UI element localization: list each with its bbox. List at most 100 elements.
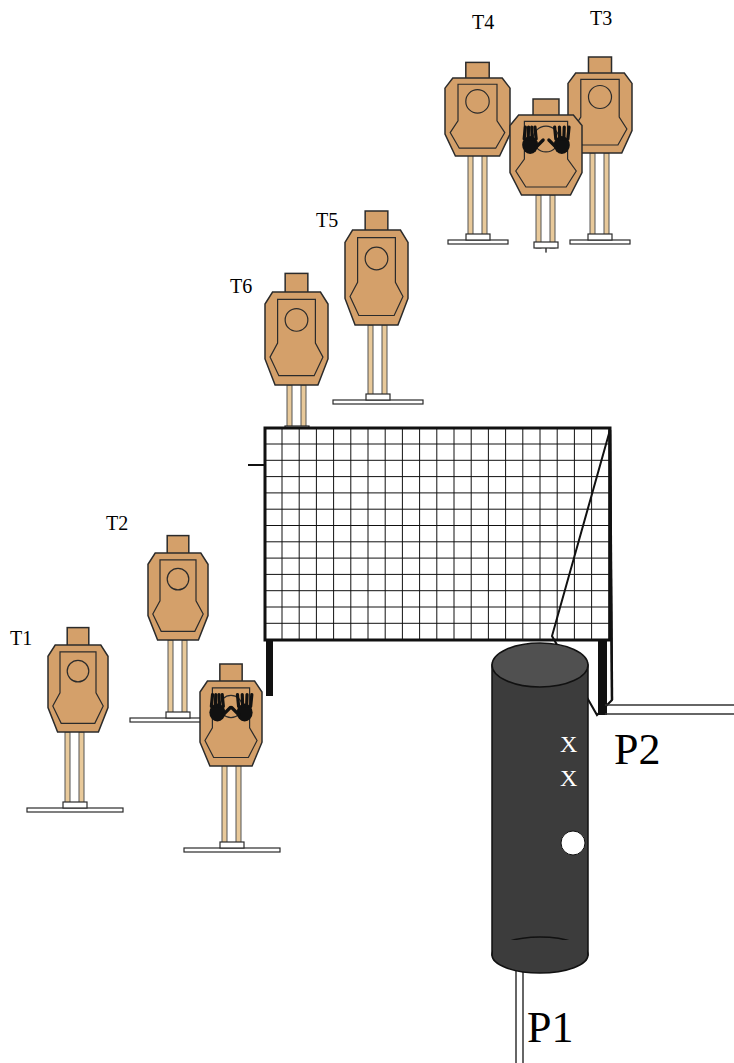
target-a-zone bbox=[67, 660, 89, 682]
target-zone bbox=[153, 560, 203, 631]
net-mesh bbox=[265, 492, 610, 493]
position-label: P2 bbox=[614, 728, 660, 772]
net-side-edge bbox=[610, 430, 612, 700]
hand-symbol bbox=[522, 127, 543, 154]
stand-leg bbox=[482, 155, 487, 240]
target-body bbox=[48, 645, 108, 732]
target-body bbox=[200, 681, 262, 766]
stand-leg bbox=[222, 765, 227, 848]
net-mesh bbox=[265, 607, 610, 608]
stand-foot bbox=[220, 842, 244, 848]
stand-leg bbox=[287, 385, 292, 432]
port-marker bbox=[561, 831, 585, 855]
target-zone bbox=[270, 299, 323, 375]
hand-finger bbox=[217, 695, 221, 707]
target-zone bbox=[205, 688, 257, 758]
hand-finger bbox=[555, 127, 556, 139]
target-body bbox=[445, 78, 510, 156]
hand-finger bbox=[524, 127, 525, 139]
hand-symbol bbox=[209, 695, 230, 722]
net-mesh bbox=[265, 460, 610, 461]
net-mesh bbox=[265, 476, 610, 477]
barrel-mark: X bbox=[560, 732, 577, 756]
hand-finger bbox=[245, 695, 249, 707]
stand-base bbox=[333, 400, 423, 404]
net-post bbox=[598, 640, 607, 715]
hand-symbol bbox=[232, 695, 253, 722]
stand-foot bbox=[466, 234, 490, 240]
hand-finger bbox=[568, 127, 569, 139]
hand-finger bbox=[237, 695, 238, 707]
net-frame bbox=[265, 428, 610, 640]
stand-leg bbox=[182, 640, 187, 718]
hand-finger bbox=[562, 127, 566, 139]
shoot-target bbox=[48, 628, 108, 732]
stand-leg bbox=[468, 155, 473, 240]
target-label: T4 bbox=[472, 12, 494, 32]
stand-leg bbox=[604, 153, 609, 240]
stand-foot bbox=[63, 802, 87, 808]
fault-line-stroke bbox=[605, 713, 734, 715]
stand-foot bbox=[534, 242, 558, 248]
target-a-zone bbox=[588, 85, 611, 108]
net-barrier bbox=[248, 428, 612, 715]
barrel-body-fill bbox=[493, 940, 587, 955]
target-a-zone bbox=[285, 309, 308, 332]
shoot-target bbox=[148, 536, 208, 640]
stand-base bbox=[545, 248, 546, 252]
stand-leg bbox=[368, 325, 373, 400]
target-a-zone bbox=[533, 126, 559, 152]
net-post bbox=[266, 640, 273, 696]
barrel-mark: X bbox=[560, 766, 577, 790]
barrel-body bbox=[492, 665, 588, 955]
stand-leg bbox=[550, 195, 555, 248]
net-mesh bbox=[265, 509, 610, 510]
hand-thumb bbox=[536, 140, 543, 147]
barrel bbox=[492, 643, 588, 973]
hand-finger bbox=[222, 695, 223, 707]
stand-leg bbox=[536, 195, 541, 248]
target-label: T1 bbox=[10, 628, 32, 648]
net-mesh bbox=[265, 525, 610, 526]
barrel-bottom bbox=[492, 937, 588, 973]
target-label: T6 bbox=[230, 276, 252, 296]
stand-base bbox=[570, 240, 630, 244]
barrel-top bbox=[492, 643, 588, 687]
hand-finger bbox=[241, 695, 245, 707]
shoot-target bbox=[445, 62, 510, 156]
no-shoot-target bbox=[200, 664, 262, 766]
hand-finger bbox=[535, 127, 536, 139]
hand-finger bbox=[251, 695, 252, 707]
target-a-zone bbox=[220, 695, 242, 717]
hand-finger bbox=[214, 695, 218, 707]
hand-symbol bbox=[549, 127, 570, 154]
stand-base bbox=[448, 240, 508, 244]
target-zone bbox=[53, 652, 103, 723]
hand-finger bbox=[527, 127, 531, 139]
stand-foot bbox=[166, 712, 190, 718]
net-mesh bbox=[265, 574, 610, 575]
hand-finger bbox=[211, 695, 212, 707]
target-zone bbox=[450, 84, 505, 148]
target-a-zone bbox=[365, 247, 388, 270]
hand-thumb bbox=[232, 708, 239, 715]
fault-line-stroke bbox=[605, 704, 734, 706]
stand-leg bbox=[382, 325, 387, 400]
target-body bbox=[265, 292, 328, 385]
stand-leg bbox=[79, 732, 84, 808]
target-body bbox=[345, 230, 408, 325]
target-zone bbox=[350, 238, 403, 316]
net-mesh bbox=[265, 444, 610, 445]
target-label: T2 bbox=[106, 513, 128, 533]
stand-leg bbox=[168, 640, 173, 718]
hand-finger bbox=[530, 127, 534, 139]
hand-thumb bbox=[549, 140, 556, 147]
no-shoot-target bbox=[510, 99, 582, 195]
stand-leg bbox=[236, 765, 241, 848]
shoot-target bbox=[345, 211, 408, 325]
target-label: T3 bbox=[590, 8, 612, 28]
target-a-zone bbox=[466, 90, 489, 113]
net-tie bbox=[248, 464, 265, 466]
hand-thumb bbox=[223, 708, 230, 715]
